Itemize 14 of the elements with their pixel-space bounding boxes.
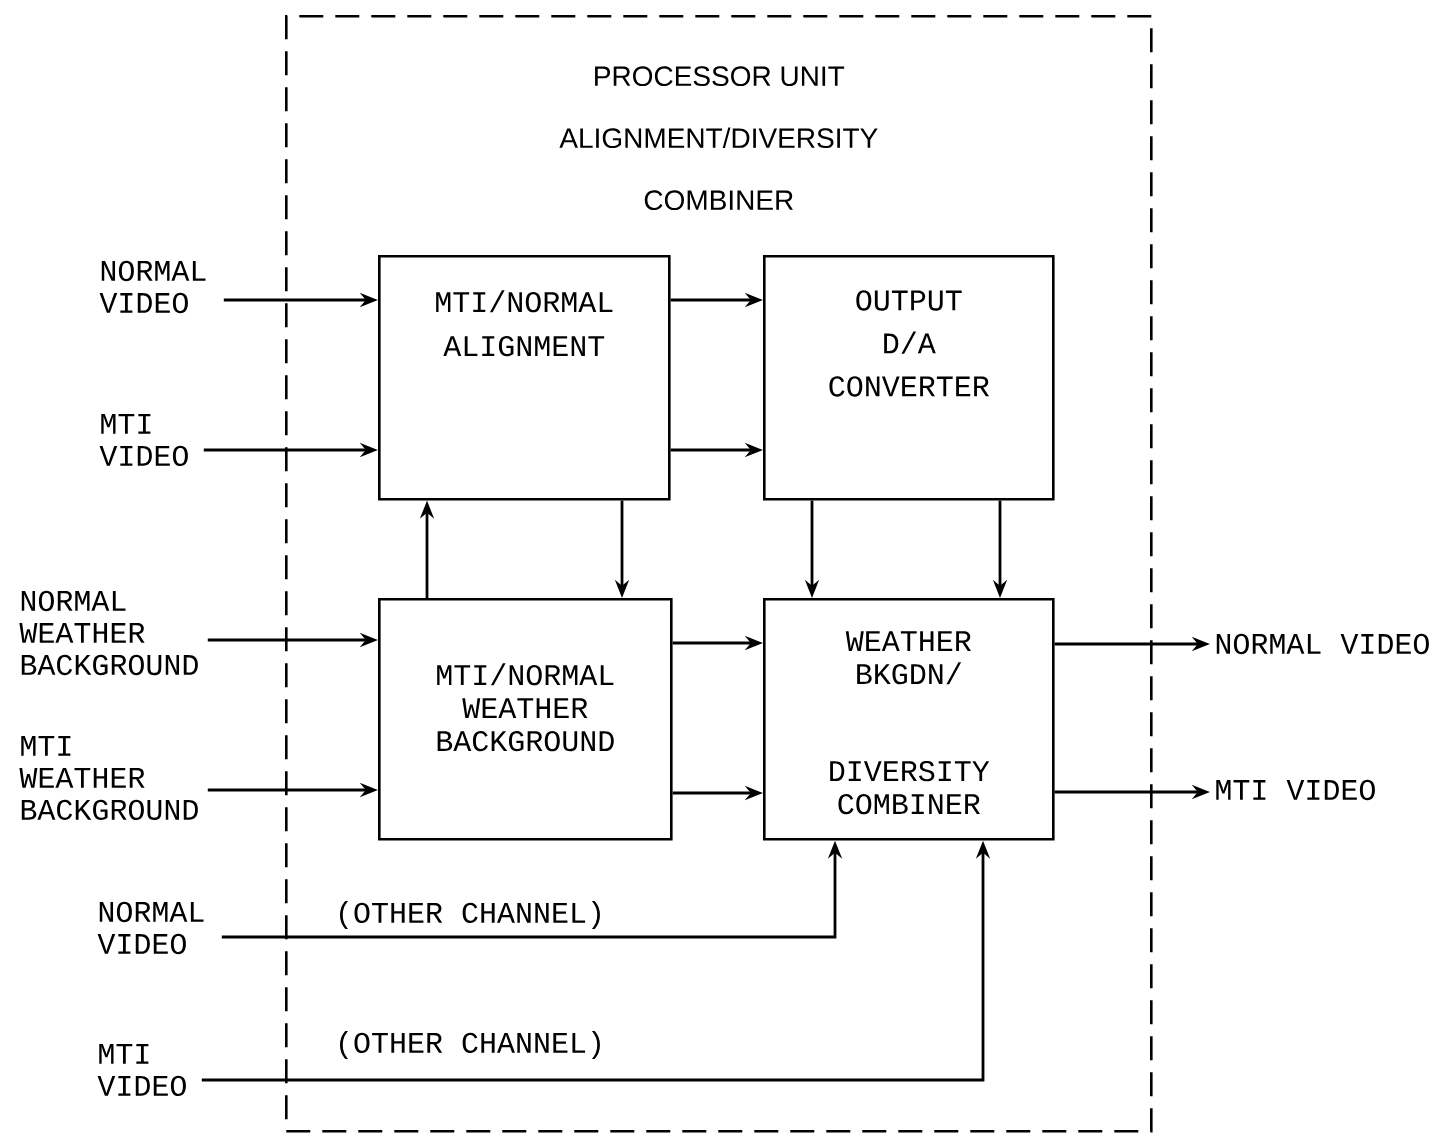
edge-label: (OTHER CHANNEL) xyxy=(333,899,608,931)
edge-label: (OTHER CHANNEL) xyxy=(333,1029,608,1061)
process-box: MTI/NORMAL ALIGNMENT xyxy=(378,254,671,501)
signal-label: NORMAL VIDEO xyxy=(99,260,206,314)
signal-label: MTI VIDEO xyxy=(1216,779,1375,801)
process-box: WEATHER BKGDN/ DIVERSITY COMBINER xyxy=(763,598,1055,841)
signal-label: NORMAL WEATHER BACKGROUND xyxy=(19,590,198,676)
signal-label: MTI VIDEO xyxy=(97,1043,186,1096)
signal-label: NORMAL VIDEO xyxy=(1216,633,1429,655)
signal-label: MTI WEATHER BACKGROUND xyxy=(19,735,198,820)
process-box: MTI/NORMAL WEATHER BACKGROUND xyxy=(378,598,673,841)
signal-label: MTI VIDEO xyxy=(99,413,188,466)
process-box: OUTPUT D/A CONVERTER xyxy=(763,254,1055,501)
signal-label: NORMAL VIDEO xyxy=(97,901,204,955)
